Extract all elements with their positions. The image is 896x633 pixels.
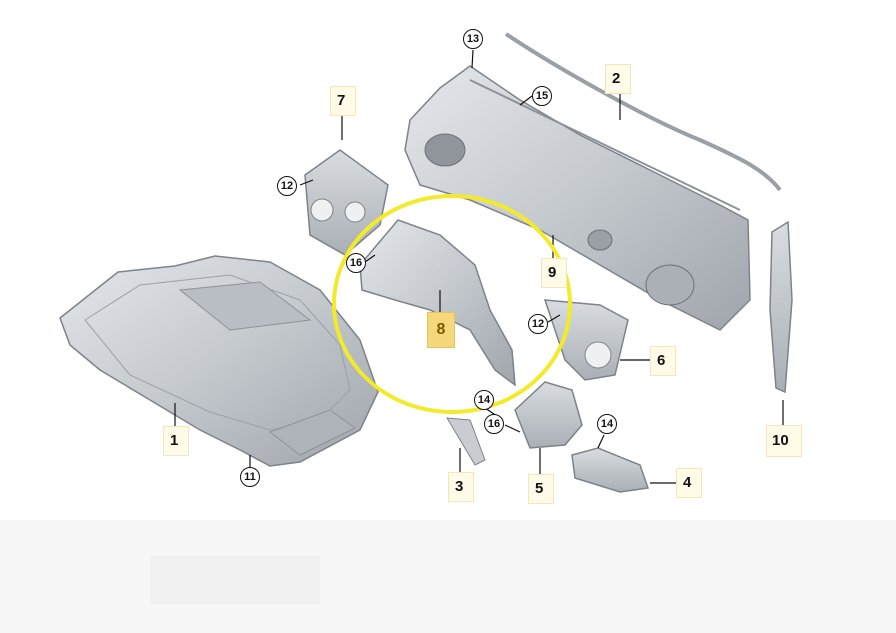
callout-5: 5	[535, 480, 544, 497]
callout-7: 7	[337, 92, 346, 109]
part-10-strip	[769, 220, 793, 394]
label-box-9	[541, 258, 567, 288]
callout-3: 3	[455, 478, 464, 495]
label-box-7	[330, 86, 356, 116]
callout-6: 6	[657, 352, 666, 369]
callout-12b: 12	[528, 314, 548, 334]
label-box-5	[528, 474, 554, 504]
callout-4: 4	[683, 474, 692, 491]
part-8-panel	[359, 219, 516, 387]
callout-1: 1	[170, 432, 179, 449]
part-2-strip	[504, 32, 782, 192]
callout-16b: 16	[484, 414, 504, 434]
callout-9: 9	[548, 264, 557, 281]
callout-12a: 12	[277, 176, 297, 196]
bg-band	[0, 520, 896, 633]
part-4-duct	[571, 447, 650, 493]
bg-panel	[150, 555, 320, 605]
leader-lines	[174, 49, 784, 484]
label-box-6	[650, 346, 676, 376]
callout-2: 2	[612, 70, 621, 87]
highlight-ring	[332, 194, 572, 414]
part-6-bracket	[543, 299, 629, 381]
callout-11: 11	[240, 467, 260, 487]
callout-14a: 14	[474, 390, 494, 410]
label-box-10	[766, 425, 802, 457]
callout-10: 10	[772, 432, 789, 449]
callout-15: 15	[532, 86, 552, 106]
label-box-1	[163, 426, 189, 456]
callout-8-highlight: 8	[427, 312, 455, 348]
callout-14b: 14	[597, 414, 617, 434]
callout-13: 13	[463, 29, 483, 49]
label-box-3	[448, 472, 474, 502]
part-5-housing	[514, 381, 583, 449]
part-3-strip	[446, 417, 486, 466]
label-box-2	[605, 64, 631, 94]
callout-16a: 16	[346, 253, 366, 273]
label-box-4	[676, 468, 702, 498]
part-1-shield	[59, 255, 379, 467]
